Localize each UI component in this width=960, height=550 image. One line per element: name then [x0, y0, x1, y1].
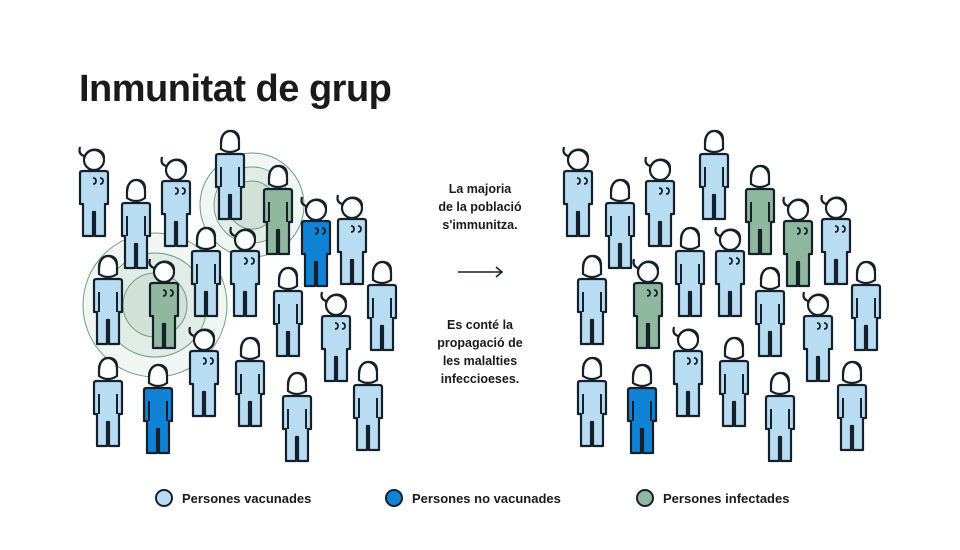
legend-item-unvaccinated: Persones no vacunades — [385, 487, 561, 509]
caption-line: Es conté la — [447, 318, 513, 332]
vaccinated-dot-icon — [155, 489, 173, 507]
caption-line: s'immunitza. — [442, 218, 518, 232]
caption-line: infeccioeses. — [440, 372, 520, 386]
caption-immunization: La majoria de la població s'immunitza. — [400, 180, 560, 234]
caption-line: propagació de — [437, 336, 523, 350]
caption-line: La majoria — [448, 182, 512, 196]
page-title: Inmunitat de grup — [79, 68, 392, 110]
infected-dot-icon — [636, 489, 654, 507]
legend: Persones vacunades Persones no vacunades… — [0, 487, 960, 509]
unvaccinated-dot-icon — [385, 489, 403, 507]
legend-label: Persones no vacunades — [412, 490, 561, 506]
caption-line: les malalties — [442, 354, 518, 368]
crowd-before — [78, 129, 398, 463]
infection-spread-icon — [82, 152, 305, 378]
crowd-after — [562, 129, 882, 463]
legend-label: Persones vacunades — [182, 490, 312, 506]
legend-item-infected: Persones infectades — [636, 487, 789, 509]
arrow-right-icon — [458, 266, 504, 278]
legend-label: Persones infectades — [663, 490, 790, 506]
legend-item-vaccinated: Persones vacunades — [155, 487, 311, 509]
caption-containment: Es conté la propagació de les malalties … — [400, 316, 560, 388]
caption-line: de la població — [438, 200, 522, 214]
